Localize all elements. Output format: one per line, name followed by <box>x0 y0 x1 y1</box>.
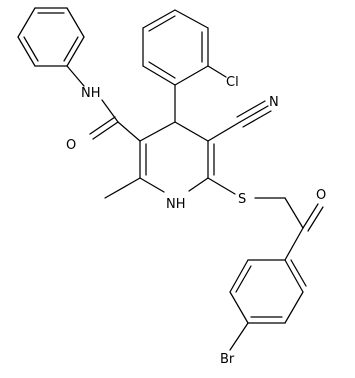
atom-label-cl: Cl <box>226 75 239 90</box>
atom-labels: NH O Cl N NH S O Br <box>66 75 326 367</box>
nitrile-group <box>207 100 272 142</box>
atom-label-nh-ring: NH <box>166 197 186 212</box>
atom-label-br: Br <box>220 352 235 367</box>
methyl-group <box>104 177 141 199</box>
amide-group <box>66 65 141 142</box>
phenyl-ring-amide <box>17 7 85 67</box>
dihydropyridine-ring <box>139 121 215 193</box>
chlorophenyl-ring <box>142 9 227 123</box>
thioether-linker <box>207 177 324 232</box>
bromophenyl-ring <box>229 227 307 351</box>
atom-label-o-amide: O <box>66 138 76 153</box>
atom-label-n-nitrile: N <box>269 95 279 110</box>
atom-label-o-ketone: O <box>316 188 326 203</box>
atom-label-nh-amide: NH <box>81 86 101 101</box>
atom-label-s: S <box>238 192 246 207</box>
